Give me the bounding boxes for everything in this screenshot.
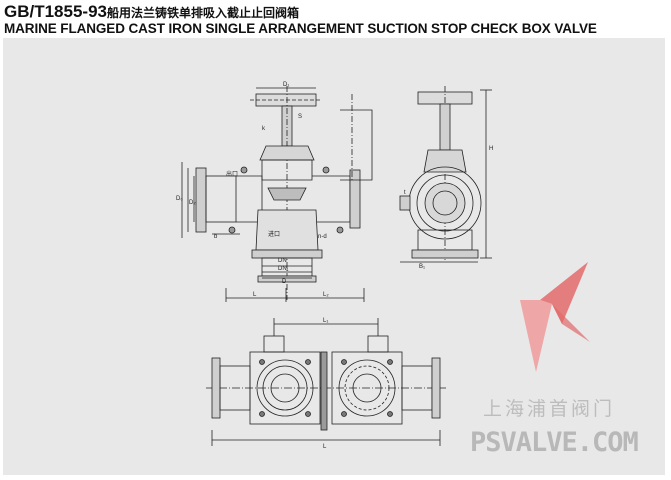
label-outlet: 出口 [226, 170, 238, 178]
label-b: b [214, 234, 218, 240]
label-dn1: DN₁ [278, 266, 289, 272]
plan-view [206, 318, 446, 446]
title-english: MARINE FLANGED CAST IRON SINGLE ARRANGEM… [4, 21, 597, 36]
side-view [399, 86, 492, 263]
label-k: k [262, 126, 266, 132]
label-h: H [489, 146, 493, 152]
watermark-logo [520, 262, 590, 372]
watermark-chinese: 上海浦首阀门 [483, 398, 616, 420]
label-d2: D₂ [189, 200, 196, 206]
label-l: L [253, 292, 257, 298]
drawing-panel [3, 38, 665, 475]
label-l-bottom: L [323, 444, 327, 450]
label-l2: L₂ [323, 292, 329, 298]
label-t: t [404, 190, 406, 196]
label-dn: DN [278, 258, 287, 264]
label-inlet: 进口 [268, 230, 280, 238]
front-view [181, 86, 373, 302]
label-b1: B₁ [419, 264, 425, 270]
label-s: S [298, 114, 302, 120]
watermark-english: PSVALVE.COM [470, 427, 639, 458]
label-d: D [282, 279, 287, 285]
page-title: GB/T1855-93船用法兰铸铁单排吸入截止止回阀箱 [4, 2, 299, 22]
standard-code: GB/T1855-93 [4, 2, 107, 21]
label-n-d: n-d [318, 234, 327, 240]
label-d1: D₁ [283, 82, 289, 88]
label-d0: D₀ [176, 196, 183, 202]
title-chinese: 船用法兰铸铁单排吸入截止止回阀箱 [107, 6, 300, 20]
label-l1: L₁ [323, 318, 328, 324]
